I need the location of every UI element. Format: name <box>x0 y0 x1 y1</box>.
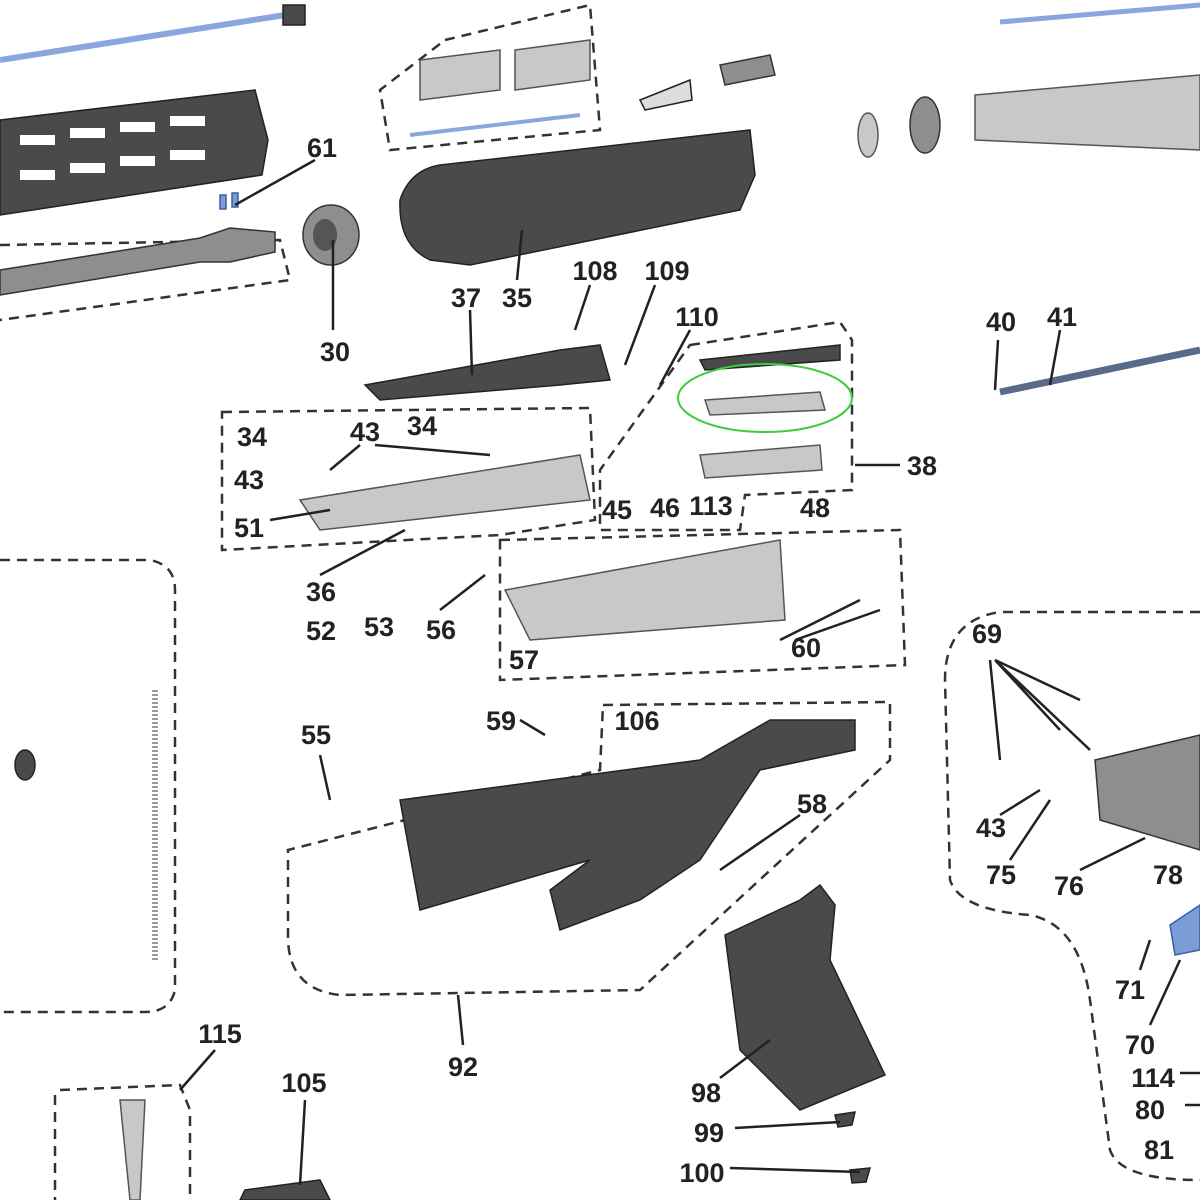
label-71: 71 <box>1115 975 1145 1005</box>
label-100: 100 <box>679 1158 724 1188</box>
castle-nut-part <box>909 96 941 154</box>
label-37: 37 <box>451 283 481 313</box>
pin-part <box>231 192 239 208</box>
wrench-part <box>119 1099 146 1200</box>
group-outlines <box>0 3 1200 1200</box>
label-76: 76 <box>1054 871 1084 901</box>
label-113: 113 <box>689 491 733 521</box>
gearbox-right-part <box>1094 734 1200 851</box>
label-43: 43 <box>350 417 380 447</box>
end-plate-part <box>857 112 879 158</box>
label-35: 35 <box>502 283 532 313</box>
label-36: 36 <box>306 577 336 607</box>
label-30: 30 <box>320 337 350 367</box>
dust-cover-group-outline <box>378 3 602 152</box>
label-34b: 34 <box>407 411 437 441</box>
barrel-part <box>0 227 276 296</box>
handguard-part <box>0 89 269 216</box>
label-99: 99 <box>694 1118 724 1148</box>
label-58: 58 <box>797 789 827 819</box>
label-46: 46 <box>650 493 680 523</box>
label-53: 53 <box>364 612 394 642</box>
rod-part <box>0 12 286 63</box>
label-48: 48 <box>800 493 830 523</box>
dust-cover-part <box>514 39 591 91</box>
label-115: 115 <box>198 1019 242 1049</box>
gearbox-group-outline <box>498 528 907 682</box>
label-110: 110 <box>675 302 719 332</box>
label-108: 108 <box>572 256 617 286</box>
gearbox-shell-group-outline <box>220 406 597 552</box>
tool-group-outline <box>53 1083 192 1200</box>
dust-cover-part <box>419 49 501 101</box>
pin-part <box>219 194 227 210</box>
label-57: 57 <box>509 645 539 675</box>
charging-handle-part <box>363 344 611 401</box>
part-105 <box>239 1179 331 1200</box>
barrel-nut-hole <box>313 219 337 251</box>
forward-assist-part <box>719 54 776 86</box>
label-40: 40 <box>986 307 1016 337</box>
handguard-slots <box>20 116 205 180</box>
gearbox-part <box>503 539 786 641</box>
label-60: 60 <box>791 633 821 663</box>
upper-receiver-part <box>399 129 756 266</box>
label-41: 41 <box>1047 302 1077 332</box>
lower-receiver-part <box>399 719 856 931</box>
label-114: 114 <box>1131 1063 1175 1093</box>
rod-end-part <box>282 4 306 26</box>
bolt-group-outline <box>598 320 854 532</box>
highlight-ellipse <box>677 363 853 433</box>
spring-guide-part <box>999 2 1200 25</box>
label-51: 51 <box>234 513 264 543</box>
label-106: 106 <box>614 706 659 736</box>
label-43b: 43 <box>234 465 264 495</box>
label-55: 55 <box>301 720 331 750</box>
buffer-tube-part <box>974 74 1200 151</box>
bolt-carrier-part <box>698 344 841 371</box>
label-38: 38 <box>907 451 937 481</box>
right-group-outline <box>943 610 1200 1182</box>
selector-part <box>1169 904 1200 956</box>
leader-lines <box>179 158 1200 1186</box>
dust-cover-rod-part <box>409 113 581 137</box>
barrel-group-outline <box>0 238 292 322</box>
label-52: 52 <box>306 616 336 646</box>
highlighted-part <box>703 391 826 416</box>
label-105: 105 <box>281 1068 326 1098</box>
label-80: 80 <box>1135 1095 1165 1125</box>
label-34: 34 <box>237 422 267 452</box>
label-78: 78 <box>1153 860 1183 890</box>
label-92: 92 <box>448 1052 478 1082</box>
label-109: 109 <box>644 256 689 286</box>
label-75: 75 <box>986 860 1016 890</box>
gearbox-shell-part <box>298 454 591 531</box>
spring-part <box>638 78 693 111</box>
bolt-part <box>699 444 823 479</box>
label-70: 70 <box>1125 1030 1155 1060</box>
label-45: 45 <box>602 495 632 525</box>
pistol-grip-part <box>724 883 887 1111</box>
label-61: 61 <box>307 133 337 163</box>
label-98: 98 <box>691 1078 721 1108</box>
label-69: 69 <box>972 619 1002 649</box>
label-59: 59 <box>486 706 516 736</box>
guide-rod-part <box>999 346 1200 396</box>
lower-receiver-group-outline <box>286 700 892 997</box>
label-43c: 43 <box>976 813 1006 843</box>
left-group-outline <box>0 558 177 1014</box>
label-56: 56 <box>426 615 456 645</box>
part-labels: 61 30 37 35 108 109 110 40 41 38 34 43 3… <box>198 133 1183 1188</box>
small-part <box>14 749 36 781</box>
label-81: 81 <box>1144 1135 1174 1165</box>
